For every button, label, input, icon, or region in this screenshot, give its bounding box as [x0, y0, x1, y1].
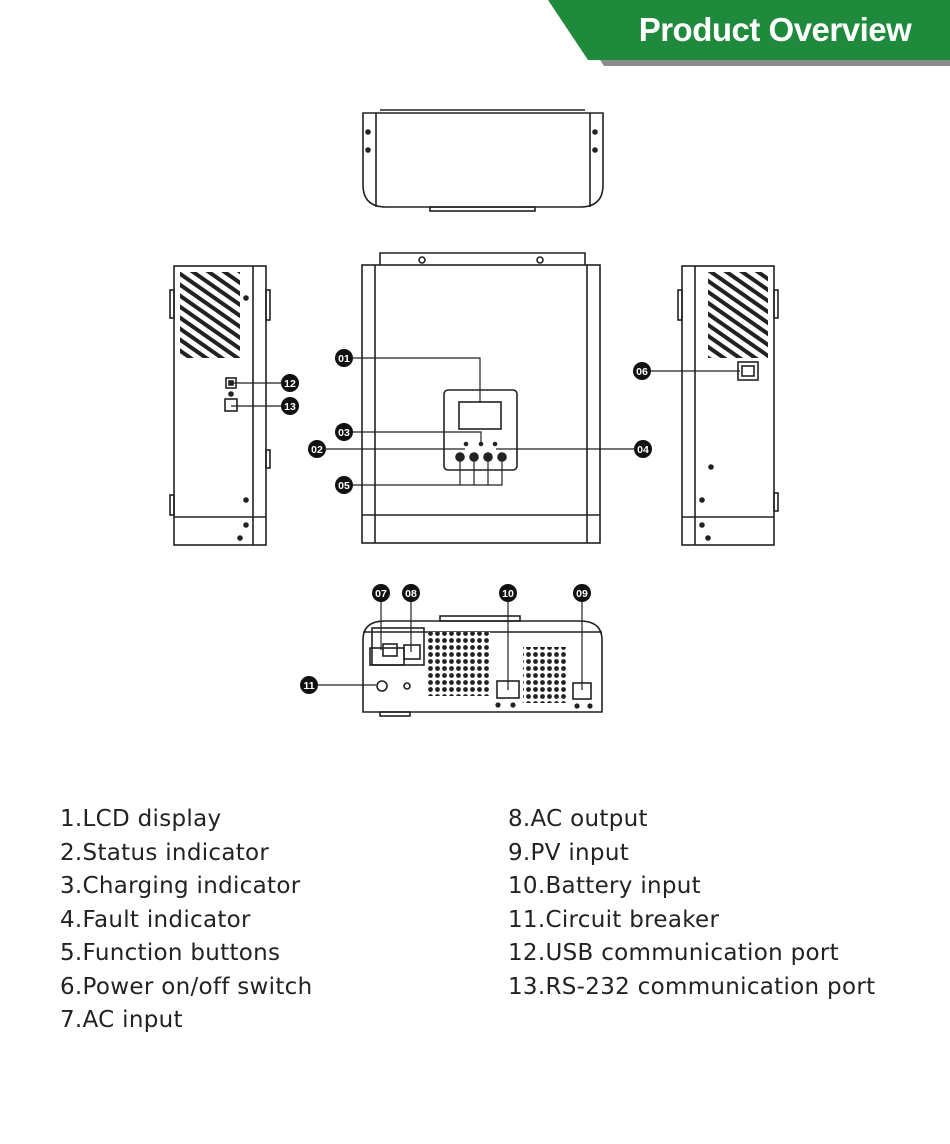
callout-11: 11: [300, 676, 318, 694]
callout-10: 10: [499, 584, 517, 602]
legend-item: 8.AC output: [508, 806, 648, 832]
svg-text:02: 02: [311, 444, 323, 456]
callout-09: 09: [573, 584, 591, 602]
svg-text:12: 12: [284, 378, 296, 390]
page-title: Product Overview: [638, 11, 912, 48]
right-side-view: [677, 265, 779, 546]
banner-shape: [548, 0, 950, 66]
legend-right: 8.AC output 9.PV input 10.Battery input …: [508, 803, 875, 1004]
legend-item: 9.PV input: [508, 839, 630, 866]
svg-text:05: 05: [338, 480, 350, 492]
legend-item: 1.LCD display: [60, 806, 222, 832]
legend-item: 6.Power on/off switch: [60, 973, 313, 1000]
callout-05: 05: [335, 476, 353, 494]
header-banner: Product Overview: [0, 0, 950, 70]
callout-12: 12: [281, 374, 299, 392]
callout-06: 06: [633, 362, 651, 380]
callout-03: 03: [335, 423, 353, 441]
callout-markers: 01 02 03 04 05 06 07 08 09 10 11 12 13: [281, 349, 652, 694]
svg-text:13: 13: [284, 401, 296, 413]
svg-text:10: 10: [502, 588, 514, 600]
legend-item: 7.AC input: [60, 1007, 183, 1033]
left-side-view: [169, 265, 271, 546]
callout-07: 07: [372, 584, 390, 602]
inverter-diagram: 01 02 03 04 05 06 07 08 09 10 11 12 13: [169, 109, 779, 717]
front-view: [361, 252, 601, 544]
legend-item: 2.Status indicator: [60, 839, 270, 866]
legend-item: 3.Charging indicator: [60, 873, 301, 899]
svg-text:06: 06: [636, 366, 648, 378]
callout-08: 08: [402, 584, 420, 602]
legend-item: 11.Circuit breaker: [508, 906, 720, 933]
legend-item: 5.Function buttons: [60, 940, 281, 966]
legend-item: 4.Fault indicator: [60, 906, 251, 933]
callout-02: 02: [308, 440, 326, 458]
callout-13: 13: [281, 397, 299, 415]
legend-item: 13.RS-232 communication port: [508, 973, 876, 1000]
svg-text:11: 11: [303, 680, 314, 692]
top-view: [362, 109, 604, 212]
callout-01: 01: [335, 349, 353, 367]
leader-lines: [231, 357, 740, 690]
bottom-view: [362, 615, 603, 717]
svg-text:08: 08: [405, 588, 417, 600]
svg-text:07: 07: [375, 588, 387, 600]
svg-text:09: 09: [576, 588, 588, 600]
svg-text:04: 04: [637, 444, 649, 456]
legend-item: 10.Battery input: [508, 873, 701, 899]
legend-left: 1.LCD display 2.Status indicator 3.Charg…: [60, 803, 313, 1038]
svg-text:03: 03: [338, 427, 350, 439]
legend-item: 12.USB communication port: [508, 940, 839, 966]
svg-text:01: 01: [338, 353, 350, 365]
banner-green: [548, 0, 950, 60]
callout-04: 04: [634, 440, 652, 458]
